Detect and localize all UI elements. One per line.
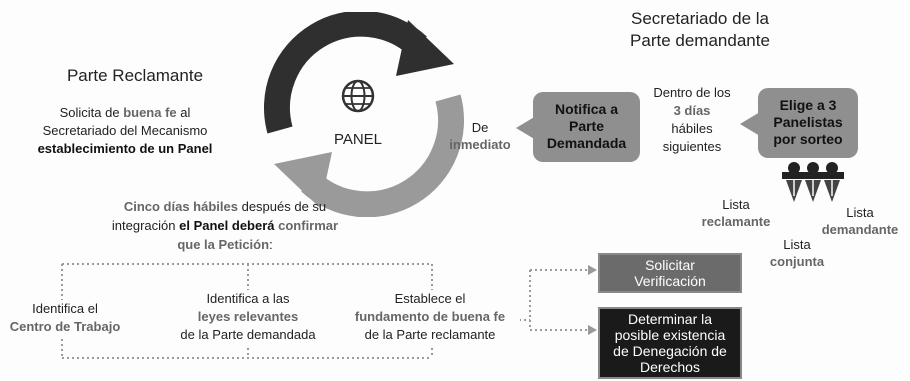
elige-bubble-tail bbox=[740, 112, 760, 136]
establece-fundamento-text: Establece el fundamento de buena fe de l… bbox=[340, 290, 520, 344]
panelists-group-icon bbox=[782, 162, 844, 202]
criteria-bracket-connectors bbox=[61, 263, 597, 359]
dentro-plazo-text: Dentro de los 3 días hábiles siguientes bbox=[653, 85, 731, 154]
cinco-dias-text: Cinco días hábiles después de su integra… bbox=[111, 199, 339, 252]
elige-panelistas-bubble: Elige a 3 Panelistas por sorteo bbox=[758, 88, 858, 158]
lista-demandante-label: Lista demandante bbox=[821, 205, 899, 237]
cycle-arrowhead-bottom bbox=[274, 152, 332, 208]
de-inmediato-text: De inmediato bbox=[449, 120, 511, 152]
lista-conjunta-label: Lista conjunta bbox=[769, 237, 825, 269]
identifica-centro-text: Identifica el Centro de Trabajo bbox=[0, 300, 130, 336]
globe-icon bbox=[341, 79, 375, 113]
notifica-bubble: Notifica a Parte Demandada bbox=[533, 92, 640, 162]
cycle-arrow-bottom bbox=[301, 94, 465, 217]
parte-reclamante-heading: Parte Reclamante bbox=[66, 66, 204, 85]
secretariado-title: Secretariado de la Parte demandante bbox=[630, 9, 770, 50]
determinar-denegacion-box: Determinar la posible existencia de Dene… bbox=[598, 307, 742, 379]
notifica-bubble-tail bbox=[516, 116, 536, 140]
solicitar-verificacion-box: Solicitar Verificación bbox=[598, 253, 742, 293]
lista-reclamante-label: Lista reclamante bbox=[701, 197, 771, 229]
identifica-leyes-text: Identifica a las leyes relevantes de la … bbox=[158, 290, 338, 344]
cycle-arrow-top bbox=[263, 12, 427, 134]
parte-reclamante-text: Solicita de buena fe al Secretariado del… bbox=[37, 105, 213, 156]
cycle-arrowhead-top bbox=[396, 20, 454, 76]
panel-label: PANEL bbox=[333, 131, 383, 148]
panel-cycle-arrows bbox=[263, 12, 465, 217]
